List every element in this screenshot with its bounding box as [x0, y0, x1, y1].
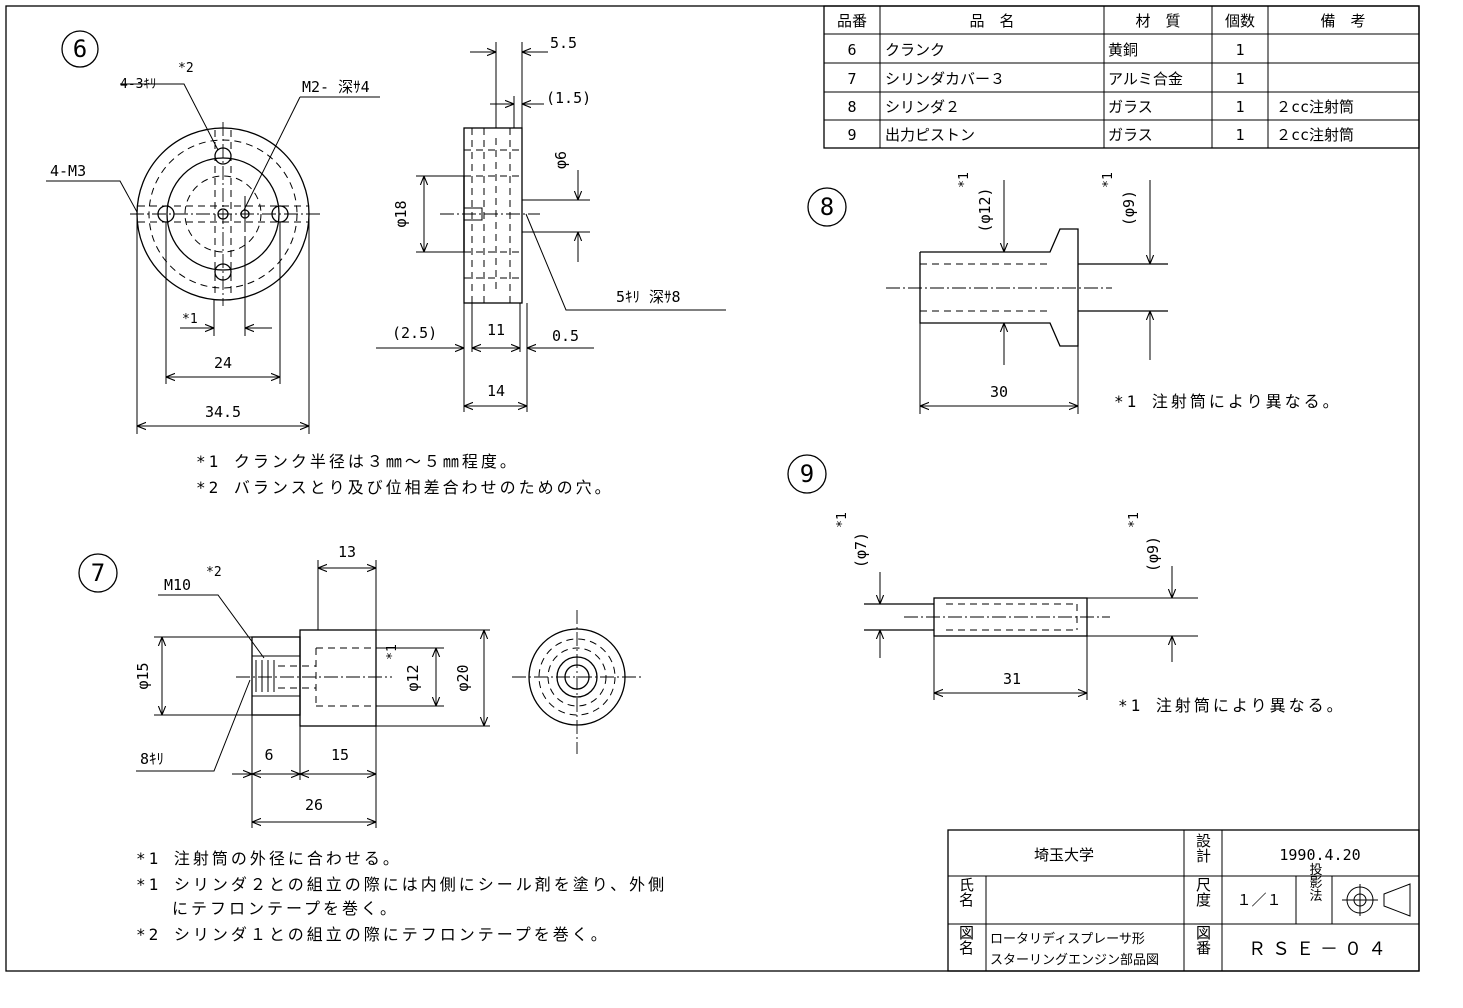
part8-cylinder: 8 (φ12) *1 (φ9) *1 30 *1 注射筒により異なる。 — [807, 172, 1342, 414]
table-cell: 9 — [847, 126, 856, 144]
table-cell: シリンダ２ — [885, 98, 960, 116]
dim-label: φ18 — [392, 200, 410, 227]
dim-label: 31 — [1003, 670, 1021, 688]
table-header-name: 品 名 — [969, 12, 1014, 30]
design-label: 設計 — [1194, 833, 1212, 863]
note-line: *2 バランスとり及び位相差合わせのための穴。 — [196, 478, 614, 497]
scale-value: １／１ — [1236, 891, 1281, 909]
sheet-border — [5, 5, 1420, 972]
table-cell: ガラス — [1108, 98, 1153, 116]
dim-label: 26 — [305, 796, 323, 814]
label-hole-4-3: 4-3ｷﾘ — [120, 77, 156, 92]
part-number-balloon — [61, 30, 99, 68]
table-cell: アルミ合金 — [1108, 70, 1183, 88]
school-name: 埼玉大学 — [1034, 846, 1094, 864]
table-cell: ２cc注射筒 — [1276, 126, 1354, 144]
part-number: 6 — [73, 35, 87, 63]
third-angle-projection-icon — [1342, 883, 1411, 917]
label-sup: *2 — [178, 61, 194, 76]
label-drill: 8ｷﾘ — [140, 750, 164, 768]
note-line: *1 注射筒の外径に合わせる。 — [136, 849, 402, 868]
table-cell: シリンダカバー３ — [885, 70, 1005, 88]
table-header-qty: 個数 — [1225, 12, 1255, 30]
table-header-item-no: 品番 — [837, 12, 867, 30]
part-number: 8 — [820, 193, 834, 221]
dim-label: (2.5) — [392, 324, 437, 342]
drawing-no-label: 図番 — [1194, 925, 1212, 955]
dim-label: 11 — [487, 321, 505, 339]
dim-label: (φ9) — [1144, 536, 1162, 572]
table-cell: 出力ピストン — [885, 126, 975, 144]
parts-table: 品番 品 名 材 質 個数 備 考 6 クランク 黄銅 1 7 シリンダカバー３… — [823, 5, 1420, 149]
note-line: *1 シリンダ２との組立の際には内側にシール剤を塗り、外側 — [136, 875, 667, 894]
dim-label: 5.5 — [550, 34, 577, 52]
title-block: 埼玉大学 設計 1990.4.20 氏名 尺度 １／１ 投影法 図名 ロータリデ… — [947, 829, 1420, 972]
label-sup: *2 — [206, 565, 222, 580]
table-cell: 1 — [1235, 126, 1244, 144]
dim-label: φ6 — [552, 151, 570, 169]
label-m2: M2- 深ｻ4 — [302, 78, 370, 96]
table-cell: クランク — [885, 41, 945, 59]
dim-label: (φ9) — [1120, 190, 1138, 226]
label-drill: 5ｷﾘ 深ｻ8 — [616, 288, 681, 306]
table-cell: 黄銅 — [1108, 41, 1138, 59]
note-line: *2 シリンダ１との組立の際にテフロンテープを巻く。 — [136, 925, 610, 944]
table-cell: ガラス — [1108, 126, 1153, 144]
drawing-name-label: 図名 — [957, 925, 975, 955]
design-date: 1990.4.20 — [1279, 846, 1360, 864]
dim-label: φ15 — [134, 662, 152, 689]
dim-label: *1 — [1127, 512, 1142, 528]
name-label: 氏名 — [957, 877, 975, 907]
part-number-balloon — [787, 454, 827, 494]
table-cell: 1 — [1235, 41, 1244, 59]
dim-label: (φ12) — [976, 187, 994, 232]
projection-label: 投影法 — [1307, 862, 1323, 902]
table-cell: ２cc注射筒 — [1276, 98, 1354, 116]
table-cell: 1 — [1235, 98, 1244, 116]
dim-label: 14 — [487, 382, 505, 400]
table-header-material: 材 質 — [1135, 12, 1180, 30]
note-line: *1 注射筒により異なる。 — [1114, 392, 1342, 411]
dim-label: φ12 — [404, 664, 422, 691]
drawing-name-line: スターリングエンジン部品図 — [990, 953, 1159, 968]
dim-label: (1.5) — [546, 89, 591, 107]
dim-label: 6 — [264, 746, 273, 764]
note-line: にテフロンテープを巻く。 — [172, 899, 399, 918]
drawing-number: ＲＳＥ－０４ — [1248, 939, 1392, 960]
dim-label: φ20 — [454, 664, 472, 691]
dim-label: *1 — [182, 312, 198, 327]
part-number-balloon — [807, 187, 847, 227]
note-line: *1 注射筒により異なる。 — [1118, 696, 1346, 715]
table-cell: 1 — [1235, 70, 1244, 88]
scale-label: 尺度 — [1194, 877, 1212, 907]
drawing-name-line: ロータリディスプレーサ形 — [990, 931, 1145, 947]
part-number: 9 — [800, 460, 814, 488]
dim-label: *1 — [385, 644, 400, 660]
dim-label: 13 — [338, 543, 356, 561]
dim-label: 24 — [214, 354, 232, 372]
part7-cylinder-cover: 7 13 M10 *2 φ15 φ12 *1 — [78, 543, 667, 944]
label-m3: 4-M3 — [50, 162, 86, 180]
label-m10: M10 — [164, 576, 191, 594]
dim-label: (φ7) — [852, 532, 870, 568]
part-number: 7 — [91, 559, 105, 587]
dim-label: 34.5 — [205, 403, 241, 421]
part6-crank: 6 4-3ｷﾘ *2 M2- 深ｻ4 4-M3 *1 — [46, 30, 726, 497]
dim-label: 15 — [331, 746, 349, 764]
table-cell: 6 — [847, 41, 856, 59]
dim-label: *1 — [1101, 172, 1116, 188]
dim-label: 30 — [990, 383, 1008, 401]
note-line: *1 クランク半径は３㎜～５㎜程度。 — [196, 452, 519, 471]
table-cell: 7 — [847, 70, 856, 88]
dim-label: *1 — [957, 172, 972, 188]
table-header-remarks: 備 考 — [1320, 12, 1365, 30]
table-cell: 8 — [847, 98, 856, 116]
part-number-balloon — [78, 553, 118, 593]
dim-label: 0.5 — [552, 327, 579, 345]
dim-label: *1 — [835, 512, 850, 528]
part9-output-piston: 9 (φ7) *1 (φ9) *1 31 *1 注射筒により異なる。 — [787, 454, 1346, 715]
